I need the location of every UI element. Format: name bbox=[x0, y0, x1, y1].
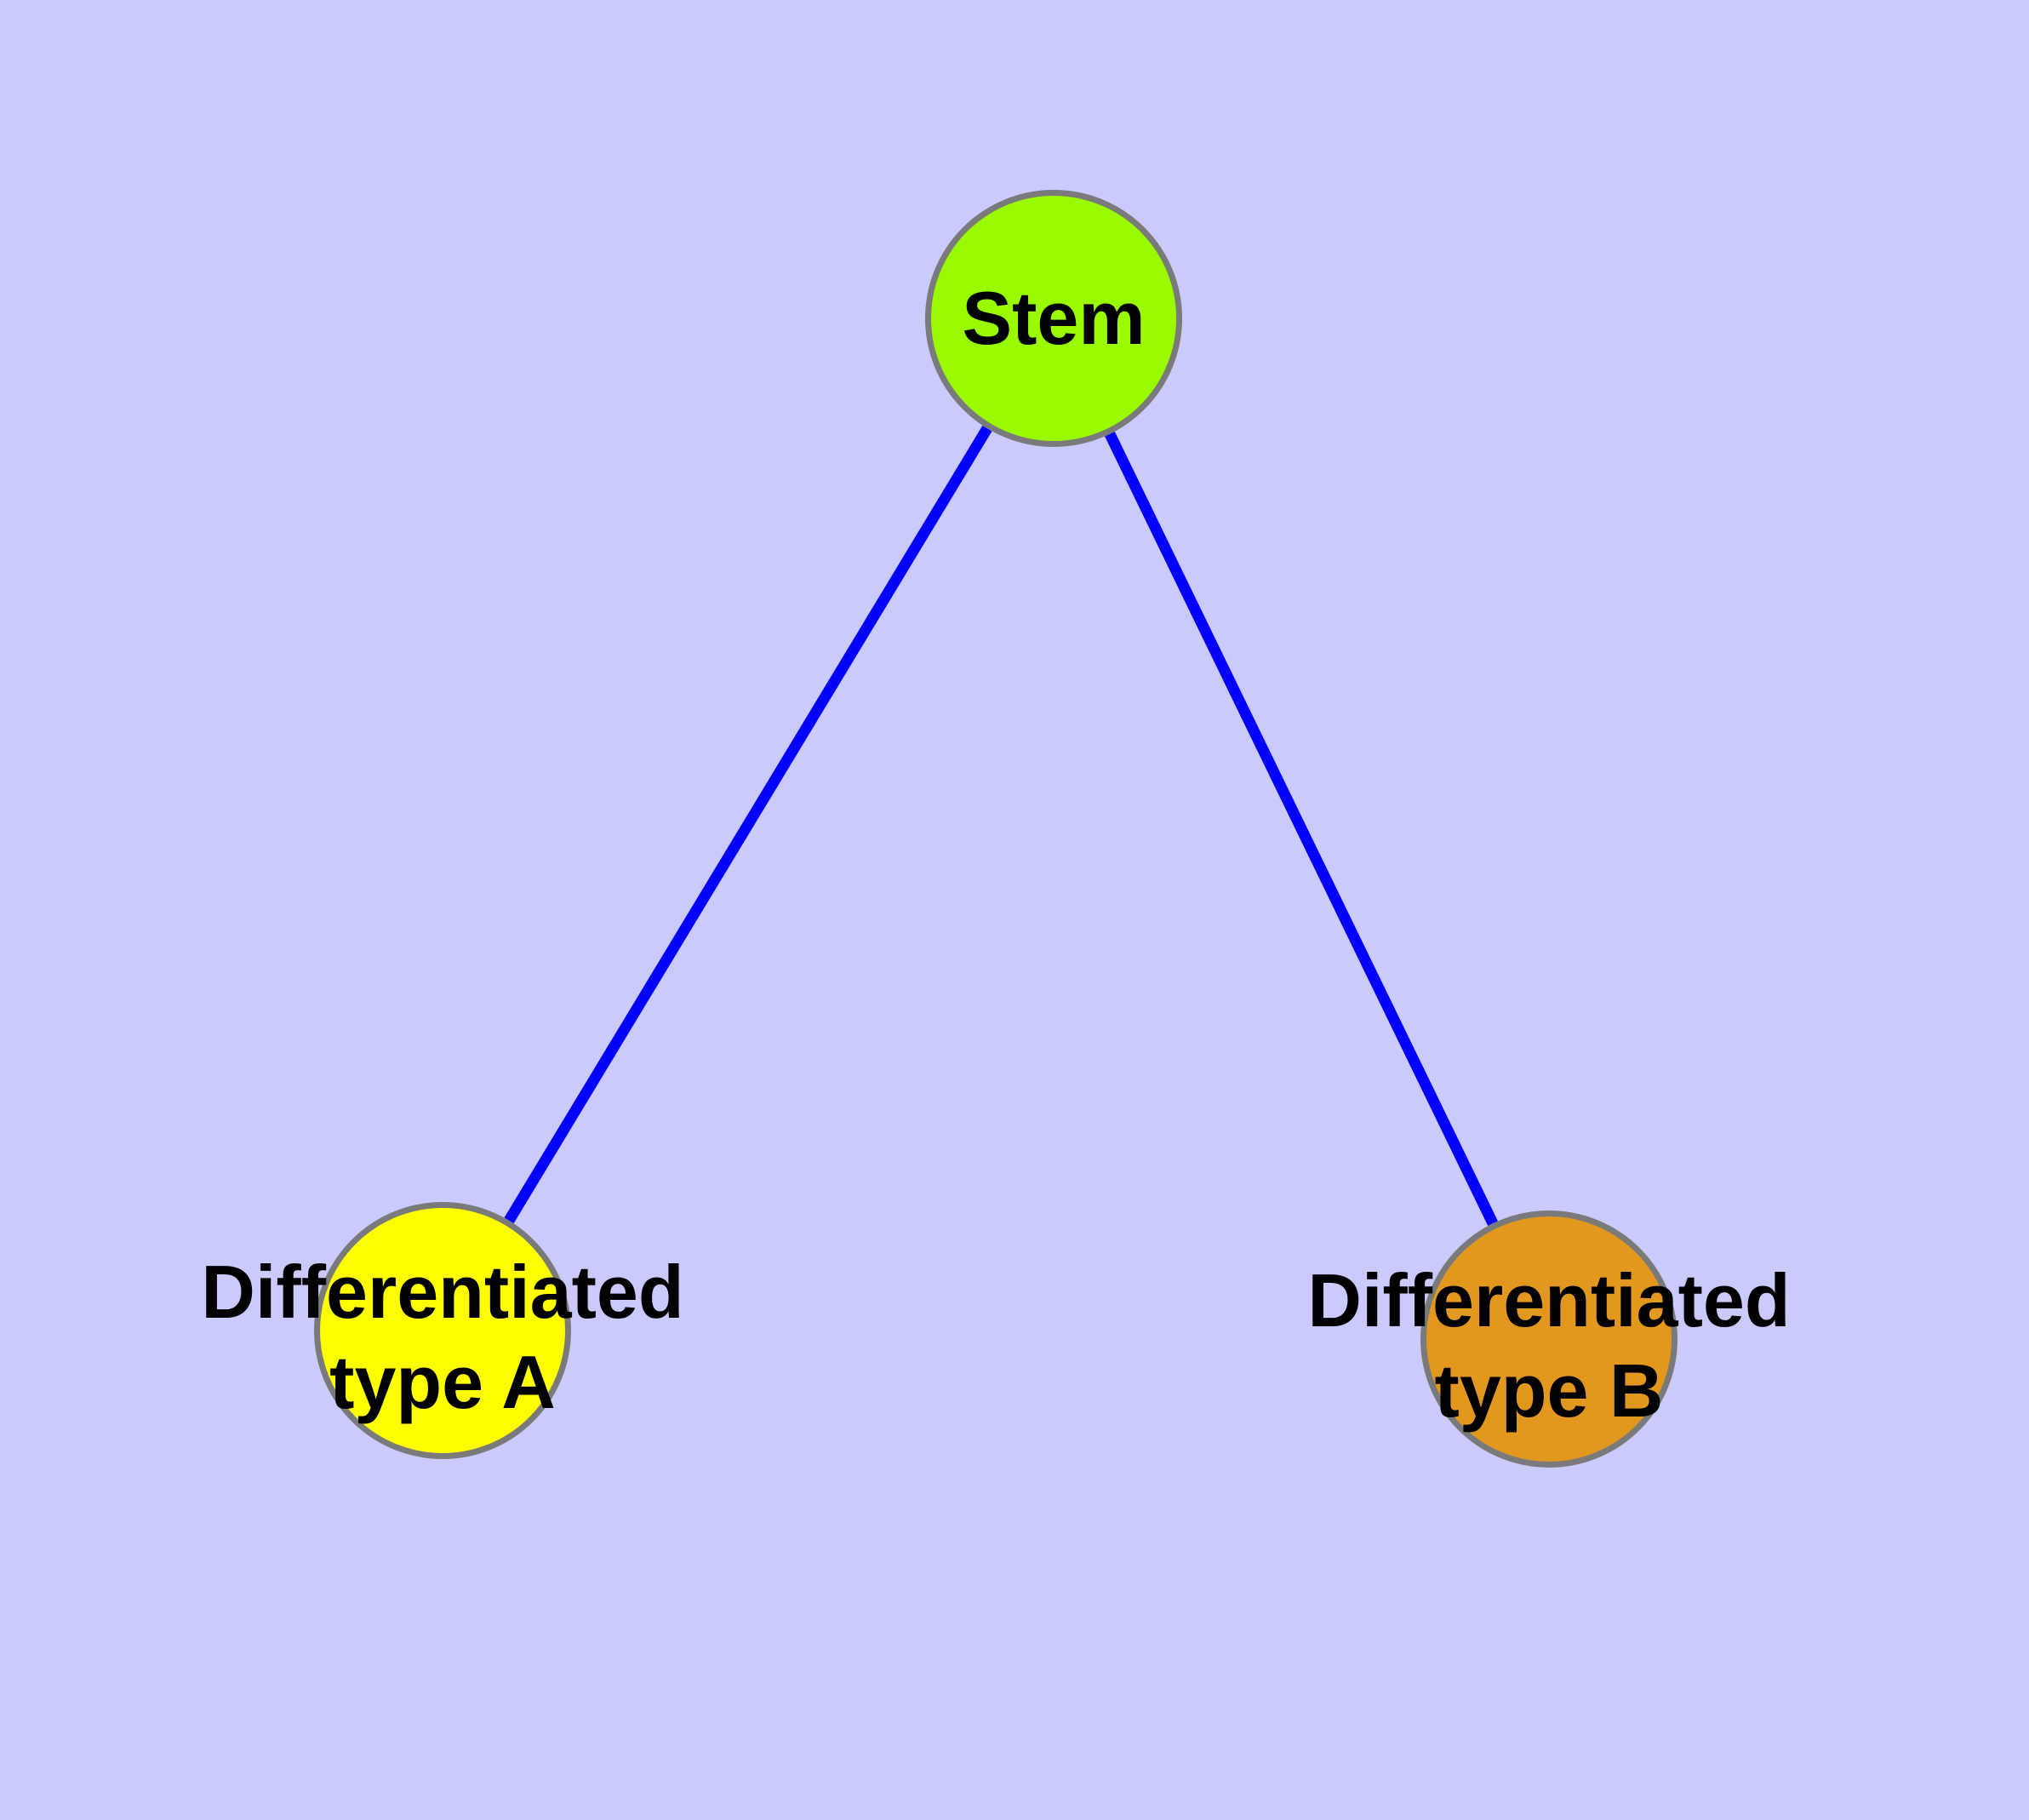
node-differentiated-type-a-label: Differentiated type A bbox=[201, 1247, 683, 1428]
node-differentiated-type-b-label: Differentiated type B bbox=[1307, 1256, 1790, 1436]
node-differentiated-type-b-label-line-1: Differentiated bbox=[1307, 1258, 1791, 1342]
node-stem-label: Stem bbox=[962, 273, 1145, 363]
node-stem bbox=[925, 190, 1182, 447]
edge-stem-to-differentiated-type-a bbox=[504, 425, 992, 1224]
edge-stem-to-differentiated-type-b bbox=[1105, 432, 1498, 1226]
node-differentiated-type-a-label-line-1: Differentiated bbox=[201, 1250, 684, 1334]
node-differentiated-type-b bbox=[1420, 1210, 1677, 1468]
node-differentiated-type-a-label-line-2: type A bbox=[329, 1340, 556, 1424]
node-differentiated-type-b-label-line-2: type B bbox=[1434, 1348, 1664, 1433]
node-differentiated-type-a bbox=[314, 1202, 571, 1459]
node-stem-label-line-1: Stem bbox=[962, 276, 1146, 360]
